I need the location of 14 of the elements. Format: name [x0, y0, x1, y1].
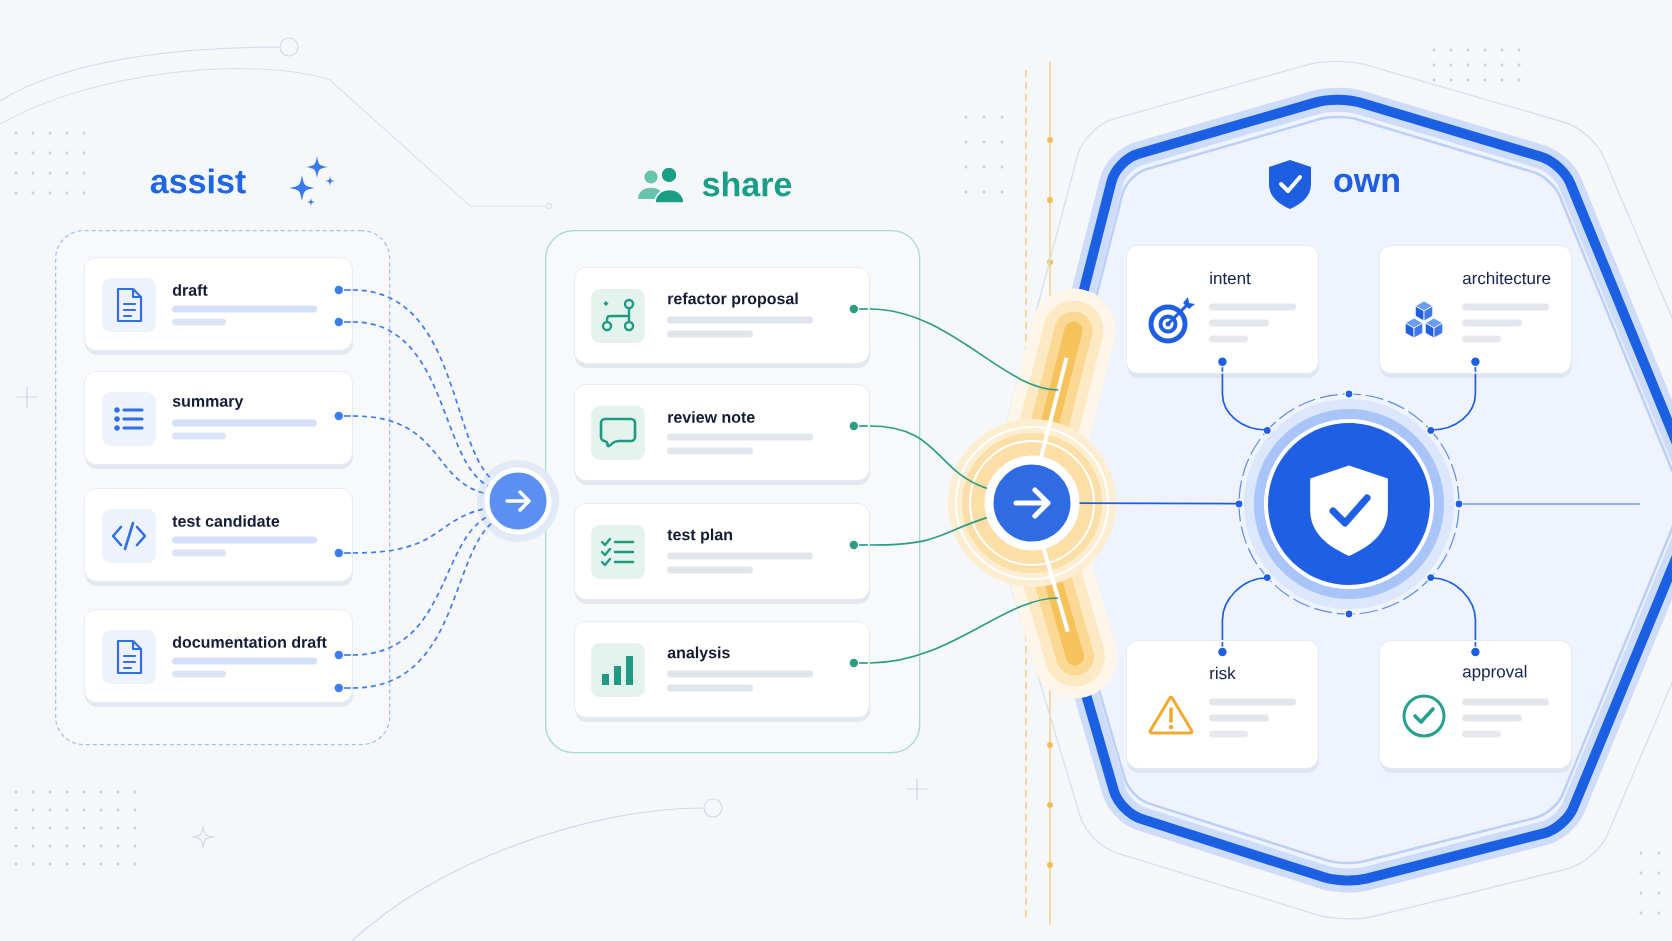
connector — [1430, 372, 1477, 431]
connector — [868, 597, 1059, 664]
connector — [1430, 577, 1477, 641]
connector — [1221, 372, 1268, 431]
connector — [1078, 502, 1240, 505]
dashed-connector — [351, 415, 487, 495]
connector — [868, 308, 1060, 391]
connector — [1221, 577, 1268, 641]
card: intent — [1126, 245, 1319, 378]
dashed-connector — [351, 521, 494, 689]
card: risk — [1126, 640, 1319, 773]
dashed-connector — [351, 321, 490, 487]
card: approval — [1379, 640, 1572, 773]
card: architecture — [1379, 245, 1572, 378]
